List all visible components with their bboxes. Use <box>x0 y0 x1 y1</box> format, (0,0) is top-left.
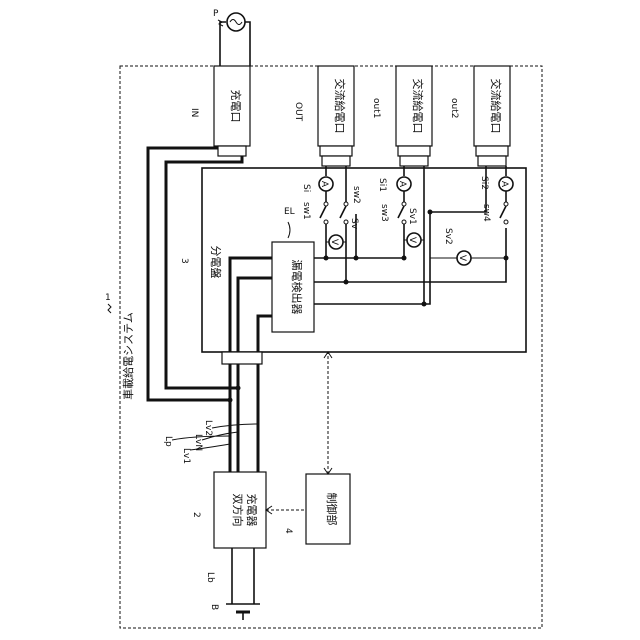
charger-label-2: 充電器 <box>245 494 259 527</box>
si1-label: Si1 <box>377 178 387 192</box>
system-label: 車載給電システム <box>121 312 135 400</box>
ac-wave <box>230 20 242 25</box>
svg-text:A: A <box>319 181 329 188</box>
ac-outlet-out2: 交流給電口 <box>474 66 510 166</box>
battery-line-label: Lb <box>205 572 215 583</box>
out1-ref: out1 <box>371 98 381 118</box>
si-label: Si <box>301 184 311 192</box>
sv2-label: Sv2 <box>443 228 453 245</box>
charge-port-plug <box>218 146 246 156</box>
si2-label: Si2 <box>479 176 489 190</box>
svg-text:A: A <box>499 181 509 188</box>
charge-port-label: 充電口 <box>229 90 243 123</box>
distribution-board-label: 分電盤 <box>209 246 222 279</box>
board-connector <box>222 352 262 364</box>
svg-text:交流給電口: 交流給電口 <box>489 79 503 134</box>
switch-sw3 <box>398 206 404 218</box>
svg-text:交流給電口: 交流給電口 <box>411 79 425 134</box>
out2-ref: out2 <box>449 98 459 118</box>
svg-text:A: A <box>397 181 407 188</box>
controller-ref: 4 <box>283 528 293 534</box>
board-wire-1 <box>230 258 272 352</box>
out-ref: OUT <box>293 102 303 122</box>
controller-label: 制御部 <box>325 493 339 526</box>
charger-ref: 2 <box>191 512 201 518</box>
charger-label-1: 双方向 <box>231 494 245 527</box>
ac-outlet-out: 交流給電口 <box>318 66 354 166</box>
distribution-board <box>202 168 526 352</box>
distribution-board-ref: 3 <box>179 258 189 264</box>
leak-detector-ref: EL <box>284 207 295 217</box>
leak-detector-label: 漏電検出器 <box>290 260 304 315</box>
svg-text:Lv1: Lv1 <box>181 448 191 464</box>
switch-sw1 <box>320 206 326 218</box>
system-ref: 1 <box>105 293 111 303</box>
switch-sw2 <box>340 206 346 218</box>
battery-label: B <box>209 604 219 610</box>
svg-text:V: V <box>407 237 417 244</box>
svg-text:交流給電口: 交流給電口 <box>333 79 347 134</box>
charge-port-ref: IN <box>189 108 199 117</box>
sw3-label: sw3 <box>379 204 389 222</box>
source-wire-right <box>245 22 250 66</box>
svg-text:Lp: Lp <box>163 436 173 447</box>
sv-label: Sv <box>349 218 359 230</box>
ac-outlet-out1: 交流給電口 <box>396 66 432 166</box>
board-wire-3 <box>258 316 272 352</box>
svg-text:V: V <box>457 255 467 262</box>
system-ref-leader <box>108 304 111 313</box>
sv1-label: Sv1 <box>407 208 417 225</box>
sw1-label: sw1 <box>301 202 311 220</box>
line-labels: Lp Lv1 LvN Lv2 <box>163 420 258 464</box>
power-source-label: P <box>213 9 219 19</box>
source-wire-left <box>220 22 226 66</box>
switch-sw4 <box>500 206 506 218</box>
svg-text:V: V <box>329 239 339 246</box>
sw2-label: sw2 <box>351 186 361 204</box>
svg-text:Lv2: Lv2 <box>203 420 213 436</box>
